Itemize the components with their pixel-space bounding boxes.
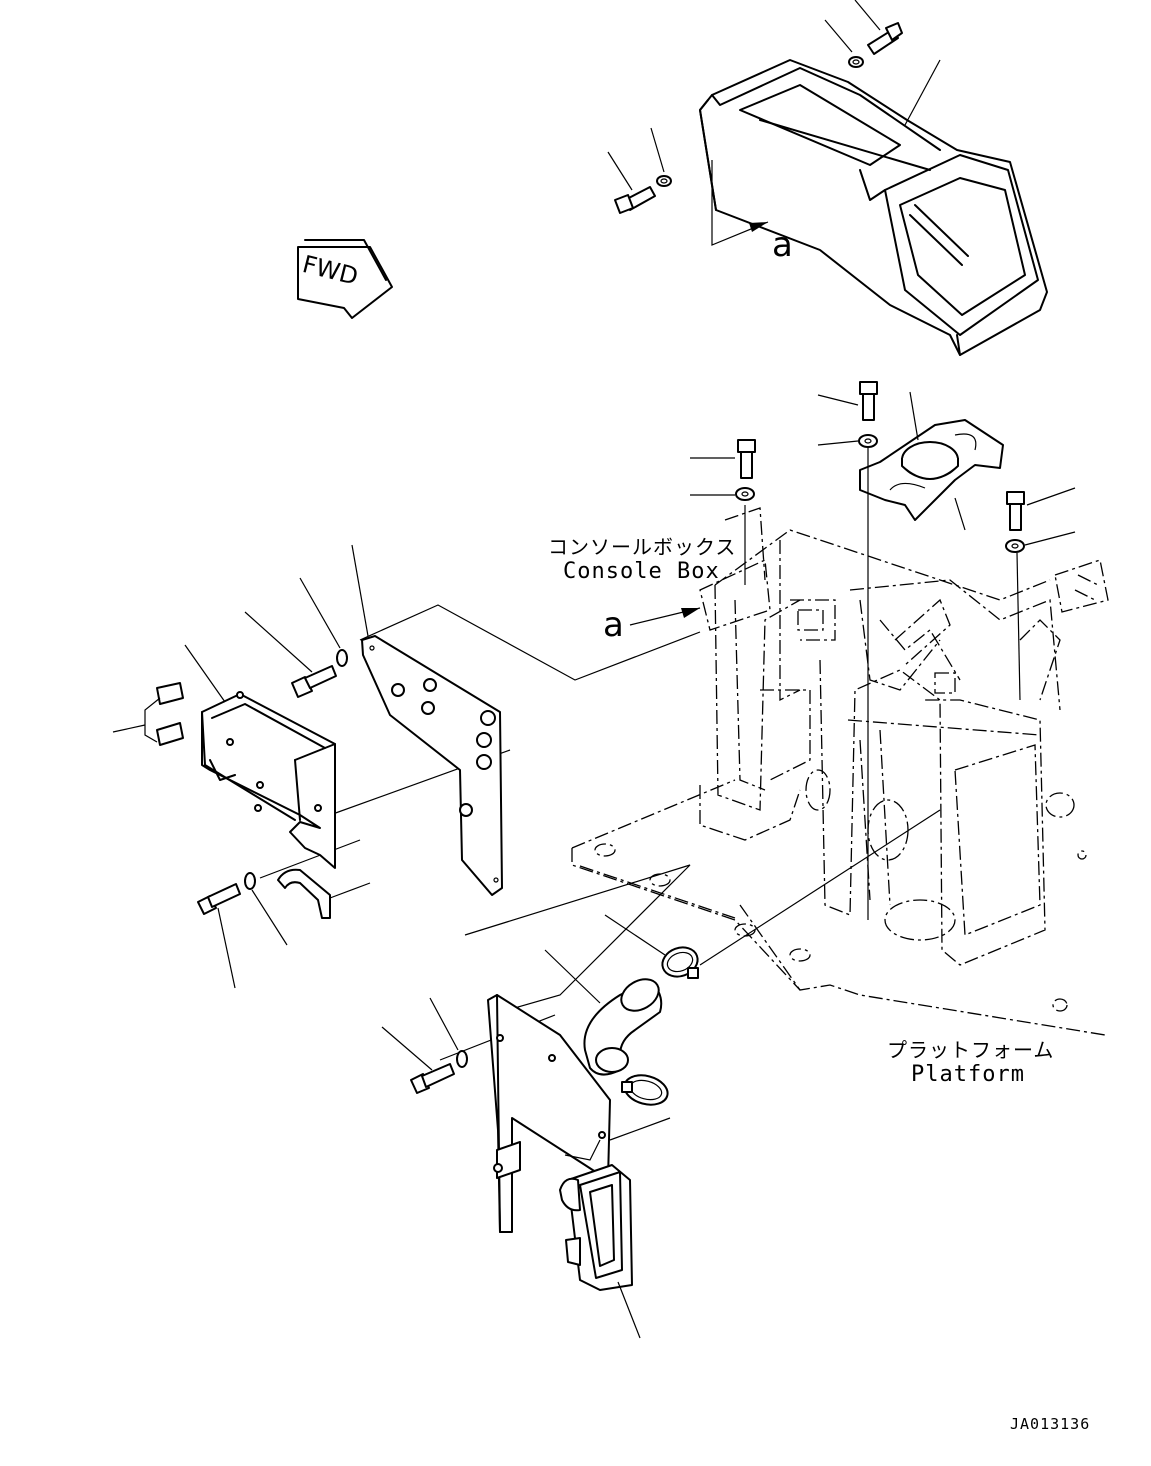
washer-mid-center [817, 434, 878, 448]
bolt-mid-center [817, 381, 878, 421]
vent-bracket [487, 994, 611, 1233]
hose-clip [277, 868, 371, 919]
cover-plate [859, 391, 1004, 531]
console-cover [699, 59, 1048, 356]
bolt-bracket [244, 611, 337, 698]
bolt-top-left [607, 151, 656, 214]
bolt-top-right [854, 0, 903, 55]
hose-clamp-upper [604, 914, 699, 979]
view-a-label-top: a [772, 225, 793, 265]
washer-top-right [824, 19, 864, 68]
electrical-box [184, 644, 336, 869]
bolt-lower-left [197, 883, 241, 989]
bolt-mid-left [690, 439, 756, 479]
platform-jp-label: プラットフォーム [887, 1038, 1055, 1062]
duct-elbow [544, 949, 663, 1076]
hose-clamp-lower [621, 1074, 669, 1106]
console-frame [699, 507, 1109, 966]
washer-lower-left [244, 872, 288, 946]
vent-outlet [559, 1164, 641, 1339]
bolt-mid-right [1006, 487, 1076, 531]
washer-top-left [650, 127, 672, 187]
console-box-en-label: Console Box [563, 559, 720, 584]
view-a-arrow-side [629, 607, 701, 626]
washer-bracket [299, 577, 348, 667]
bolt-lower-bracket [381, 1026, 455, 1094]
platform-en-label: Platform [911, 1062, 1025, 1087]
view-a-label-side: a [603, 605, 624, 645]
washer-mid-right [1005, 531, 1076, 553]
caution-labels [112, 682, 184, 746]
drawing-code: JA013136 [1010, 1415, 1091, 1433]
platform-outline [571, 779, 1106, 1036]
bracket-plate [351, 544, 503, 896]
fwd-arrow-icon [297, 239, 393, 319]
washer-mid-left [690, 487, 755, 501]
washer-lower-bracket [429, 997, 468, 1068]
view-a-arrow-top [711, 160, 769, 246]
console-box-jp-label: コンソールボックス [548, 535, 737, 559]
